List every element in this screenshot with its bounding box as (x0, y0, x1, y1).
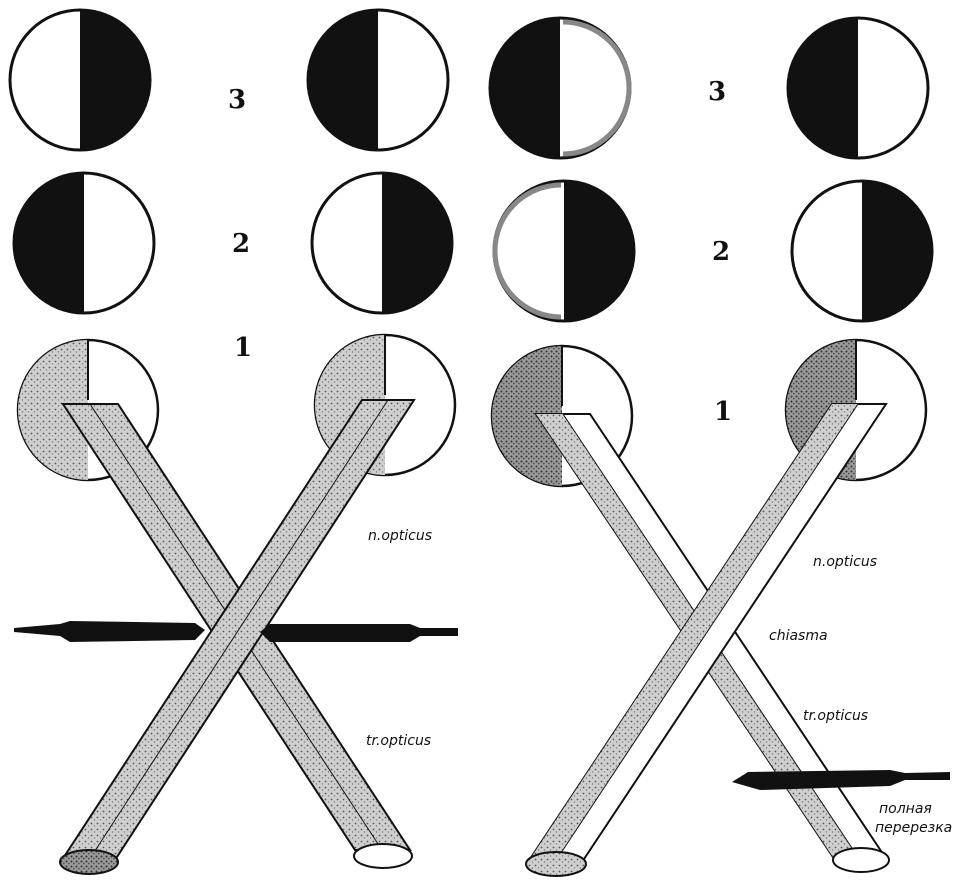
left-visual-field-circle (490, 18, 630, 158)
row-number-3: 3 (708, 77, 726, 107)
label-tr-opticus: tr.opticus (803, 708, 868, 724)
label-chiasma: chiasma (769, 628, 828, 644)
label-cut-line1: полная (879, 801, 932, 817)
left-visual-field-circle (10, 10, 150, 150)
row-number-2: 2 (712, 237, 730, 267)
right-visual-field-circle (792, 181, 932, 321)
right-tube-end (354, 844, 412, 868)
left-visual-field-circle (14, 173, 154, 313)
left-tube-end (526, 852, 586, 876)
label-cut-line2: перерезка (875, 820, 952, 836)
right-panel: 3 2 1 (490, 18, 952, 876)
row-number-1: 1 (234, 333, 252, 363)
row-number-3: 3 (228, 85, 246, 115)
left-visual-field-circle (494, 181, 634, 321)
label-n-opticus: n.opticus (813, 554, 877, 570)
scalpel-right (260, 624, 458, 642)
right-visual-field-circle (788, 18, 928, 158)
left-panel: 3 2 1 (10, 10, 458, 874)
row-number-1: 1 (714, 397, 732, 427)
right-visual-field-circle (308, 10, 448, 150)
left-tube-end (60, 850, 118, 874)
label-n-opticus: n.opticus (368, 528, 432, 544)
right-visual-field-circle (312, 173, 452, 313)
scalpel-tract-cut (732, 770, 950, 790)
scalpel-left (14, 621, 205, 642)
right-tube-end (833, 848, 889, 872)
row-number-2: 2 (232, 229, 250, 259)
label-tr-opticus: tr.opticus (366, 733, 431, 749)
